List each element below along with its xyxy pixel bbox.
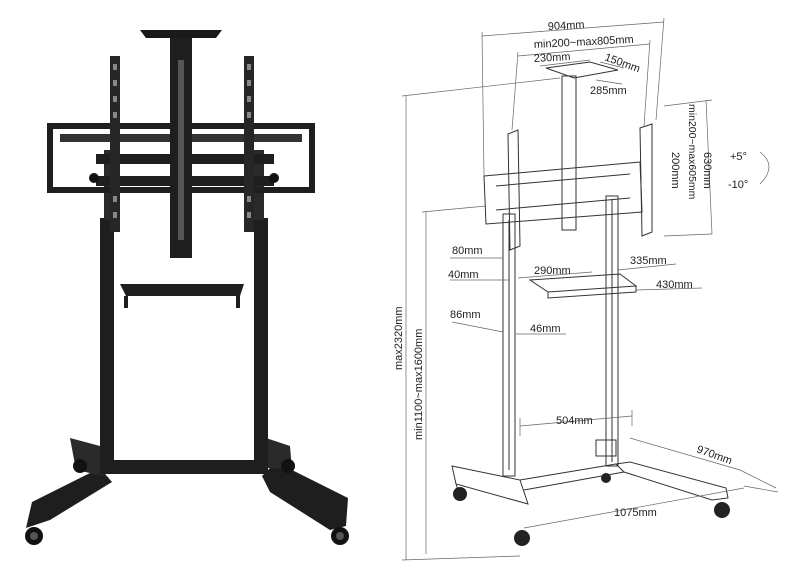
vesa-arm-left <box>110 56 120 232</box>
tv-stand-photo <box>25 30 349 545</box>
base-leg-right <box>262 462 348 530</box>
dimension-lines <box>401 17 779 561</box>
label-bracket-min: 200mm <box>669 152 681 189</box>
line-vesa-right <box>639 123 653 237</box>
line-av-shelf-edge <box>547 286 637 299</box>
label-shelf-depth-a: 335mm <box>630 255 667 267</box>
camera-shelf-top <box>140 30 222 38</box>
av-shelf <box>120 284 244 296</box>
tilt-knob-icon <box>89 173 99 183</box>
caster-icon <box>25 459 349 545</box>
tv-stand-line-drawing <box>451 61 730 546</box>
label-gap-b: 40mm <box>448 269 479 281</box>
av-shelf-bracket-right <box>236 296 240 308</box>
line-vesa-left <box>507 129 521 251</box>
column-right-lower <box>254 218 268 464</box>
line-caster-icon <box>453 473 730 546</box>
label-base-width: 1075mm <box>614 507 657 519</box>
label-height-range: min1100~max1600mm <box>413 329 425 440</box>
label-bracket-height: 630mm <box>701 152 713 189</box>
label-overall-width: 904mm <box>548 19 585 33</box>
base-leg-left <box>26 468 112 528</box>
label-column-a: 86mm <box>450 309 481 321</box>
label-shelf-depth-b: 430mm <box>656 279 693 291</box>
label-bracket-height-range: min200~max605mm <box>686 104 698 200</box>
tilt-knob-icon-right <box>269 173 279 183</box>
label-base-depth: 970mm <box>695 444 734 468</box>
label-tilt-down: -10° <box>728 179 748 191</box>
vesa-arm-right <box>244 56 254 232</box>
line-camera-pole <box>561 75 577 231</box>
label-top-shelf-width: 230mm <box>534 51 571 65</box>
label-top-shelf-offset: 285mm <box>590 85 627 97</box>
label-column-b: 46mm <box>530 323 561 335</box>
label-bracket-width-range: min200~max805mm <box>534 34 634 51</box>
label-gap-a: 80mm <box>452 245 483 257</box>
base-crossbar <box>100 460 268 474</box>
label-tilt-up: +5° <box>730 151 747 163</box>
label-shelf-width: 290mm <box>534 265 571 277</box>
label-max-height: max2320mm <box>393 306 405 370</box>
line-base-back <box>595 439 617 457</box>
av-shelf-bracket <box>124 296 128 308</box>
camera-pole-slot <box>178 60 184 240</box>
vesa-slot-holes <box>113 64 251 218</box>
dimension-labels: 904mm min200~max805mm 230mm 150mm 285mm … <box>393 19 748 519</box>
column-left-lower <box>100 218 114 464</box>
line-camera-shelf <box>545 61 619 79</box>
label-column-spacing: 504mm <box>556 415 593 427</box>
line-column-right <box>605 195 619 467</box>
